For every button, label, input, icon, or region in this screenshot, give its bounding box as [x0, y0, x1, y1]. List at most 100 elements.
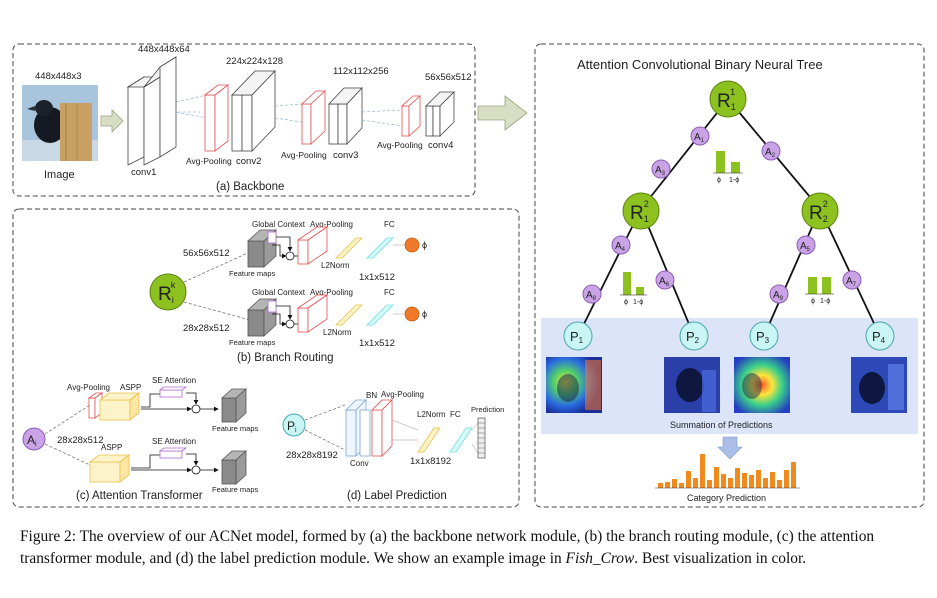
backbone-title: (a) Backbone: [216, 181, 284, 193]
label-conv: Conv: [350, 459, 369, 468]
tree-root-sup: 1: [730, 87, 735, 97]
svg-text:A6: A6: [659, 276, 670, 288]
tree-node-r21: [622, 192, 660, 230]
label-bn: BN: [366, 391, 377, 400]
conv1-projection: [175, 94, 208, 119]
routing-fc-top: FC: [384, 220, 395, 229]
routing-top-pipeline: [246, 226, 420, 268]
routing-avgpool-top: Avg-Pooling: [310, 220, 353, 229]
attention-avgpool: Avg-Pooling: [67, 383, 110, 392]
tree-r22-base: R: [809, 203, 823, 224]
svg-text:A2: A2: [765, 147, 776, 159]
svg-text:R12: R1 2: [630, 199, 649, 224]
edge-node-a3: A3: [651, 159, 671, 179]
routing-title: (b) Branch Routing: [237, 352, 334, 364]
tree-r21-sub: 1: [644, 214, 649, 224]
conv1-block: [126, 56, 177, 166]
r21-one-minus-phi: 1-ϕ: [633, 299, 643, 306]
conv1-label: conv1: [131, 167, 156, 178]
routing-fc-dim-top: 1x1x512: [359, 272, 395, 283]
label-dim: 28x28x8192: [286, 450, 338, 461]
edge-node-a7: A7: [842, 270, 862, 290]
label-fc-dim: 1x1x8192: [410, 456, 451, 467]
svg-text:P4: P4: [872, 329, 886, 345]
routing-node-sup: k: [171, 280, 176, 290]
attention-feature-maps-bottom: Feature maps: [212, 485, 259, 494]
svg-text:Rik: Rik: [158, 280, 176, 305]
attention-connectors: [44, 404, 91, 466]
conv3-dim: 112x112x256: [333, 66, 389, 77]
attention-aspp-top: ASPP: [120, 383, 141, 392]
tree-r21-base: R: [630, 203, 644, 224]
routing-feature-maps-top: Feature maps: [229, 269, 276, 278]
conv2-label: conv2: [236, 156, 261, 167]
summation-arrow: [717, 436, 743, 460]
conv1-dim: 448x448x64: [138, 44, 190, 55]
routing-fc-dim-bottom: 1x1x512: [359, 338, 395, 349]
tree-r22-sub: 2: [823, 214, 828, 224]
edge-node-a8: A8: [582, 284, 602, 304]
svg-text:P3: P3: [756, 329, 770, 345]
image-dim-label: 448x448x3: [35, 71, 81, 82]
attention-se-bottom: SE Attention: [152, 437, 196, 446]
svg-text:A3: A3: [655, 165, 666, 177]
label-node-base: P: [287, 419, 295, 433]
summation-label: Summation of Predictions: [670, 420, 773, 430]
edge-node-a5: A5: [796, 235, 816, 255]
svg-text:A5: A5: [800, 241, 811, 253]
root-phi: ϕ: [717, 177, 721, 184]
input-image: [22, 85, 98, 161]
conv3-block: [300, 86, 363, 146]
category-label: Category Prediction: [687, 493, 766, 503]
tree-panel: [534, 43, 925, 508]
label-title: (d) Label Prediction: [347, 490, 447, 502]
routing-phi-bottom: ϕ: [422, 309, 427, 319]
attention-se-top: SE Attention: [152, 376, 196, 385]
routing-l2norm-bottom: L2Norm: [323, 328, 352, 337]
routing-bottom-pipeline: [246, 294, 420, 337]
attention-top-pipeline: [87, 386, 248, 423]
leaf-node-p4: P4: [865, 321, 895, 351]
conv2-block: [203, 70, 276, 152]
tree-r21-sup: 2: [644, 199, 649, 209]
svg-text:Ai: Ai: [27, 433, 37, 448]
svg-text:Pi: Pi: [287, 419, 297, 434]
leaf-node-p3: P3: [749, 321, 779, 351]
attention-feature-maps-top: Feature maps: [212, 424, 259, 433]
conv2-dim: 224x224x128: [226, 56, 283, 67]
conv4-dim: 56x56x512: [425, 72, 471, 83]
tree-root-node: [709, 80, 747, 118]
conv3-label: conv3: [333, 150, 358, 161]
edge-node-a4: A4: [611, 235, 631, 255]
tree-root-sub: 1: [731, 102, 736, 112]
svg-text:R22: R2 2: [809, 199, 828, 224]
root-one-minus-phi: 1-ϕ: [729, 177, 739, 184]
heatmap-p4: [851, 357, 907, 413]
conv2-projection: [274, 103, 303, 123]
svg-text:A4: A4: [615, 241, 626, 253]
image-to-conv1-arrow: [100, 109, 124, 133]
leaf-node-p1: P1: [563, 321, 593, 351]
routing-global-context-bottom: Global Context: [252, 288, 306, 297]
routing-phi-top: ϕ: [422, 240, 427, 250]
svg-text:A8: A8: [586, 290, 597, 302]
r22-one-minus-phi: 1-ϕ: [820, 298, 830, 305]
attention-bottom-pipeline: [88, 447, 248, 485]
svg-text:P1: P1: [570, 329, 584, 345]
routing-fc-bottom: FC: [384, 288, 395, 297]
label-fc: FC: [450, 410, 461, 419]
caption-text: Figure 2: The overview of our ACNet mode…: [20, 528, 875, 567]
routing-bars-root: [713, 151, 743, 174]
tree-r22-sup: 2: [823, 199, 828, 209]
label-prediction: Prediction: [471, 405, 504, 414]
svg-text:A9: A9: [773, 290, 784, 302]
edge-node-a1: A1: [690, 126, 710, 146]
svg-text:R11: R11: [717, 87, 736, 112]
edge-node-a6: A6: [655, 270, 675, 290]
edge-node-a9: A9: [769, 284, 789, 304]
conv4-block: [400, 91, 455, 137]
backbone-panel: [12, 43, 476, 197]
routing-global-context-top: Global Context: [252, 220, 306, 229]
heatmap-p2: [664, 357, 720, 413]
attention-node-sub: i: [35, 441, 37, 448]
